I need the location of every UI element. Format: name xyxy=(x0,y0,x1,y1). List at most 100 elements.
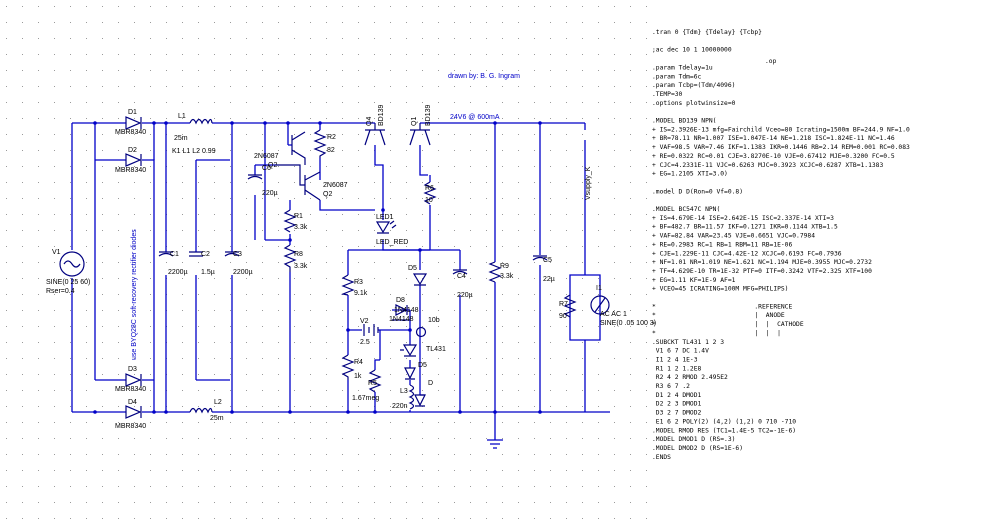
resistor-r3[interactable]: R3 9.1k xyxy=(340,274,368,297)
diode-d1[interactable]: D1 MBR8340 xyxy=(115,109,146,136)
r1-value: 3.3k xyxy=(294,224,308,231)
resistor-r4[interactable]: R4 1k xyxy=(341,354,363,380)
l2-value: 25m xyxy=(210,415,224,422)
spice-line: + IS=2.3926E-13 mfg=Fairchild Vceo=80 Ic… xyxy=(652,126,910,133)
inductor-l2[interactable]: L2 25m xyxy=(189,399,224,422)
source-v2[interactable]: V2 2.5 xyxy=(360,318,379,346)
transistor-q2[interactable]: 2N6087 Q2 xyxy=(254,131,306,169)
q4-part: BD139 xyxy=(378,104,385,126)
spice-line: + VAF=82.84 VAR=23.45 VJE=0.6651 VJC=0.7… xyxy=(652,233,815,240)
d3-part: MBR8340 xyxy=(115,386,146,393)
diode-d3[interactable]: D3 MBR8340 xyxy=(115,366,146,393)
u1-part: TL431 xyxy=(426,346,446,353)
i1-ref: I1 xyxy=(596,285,602,292)
led-ref: LED1 xyxy=(376,214,394,221)
spice-line: + VAF=98.5 VAR=7.46 IKF=1.1383 IKR=0.144… xyxy=(652,144,910,151)
spice-line: + NF=1.01 NR=1.019 NE=1.621 NC=1.194 MJE… xyxy=(652,259,872,266)
r9-value: 3.3k xyxy=(500,273,514,280)
inductor-l3[interactable]: L3 220n xyxy=(392,384,415,410)
diode-d8[interactable]: D8 xyxy=(395,297,408,316)
r8-value: 3.3k xyxy=(294,263,308,270)
i1-ac: AC AC 1 xyxy=(600,311,627,318)
capacitor-c6[interactable]: C6 220µ xyxy=(247,165,278,197)
resistor-r5[interactable]: R5 1.67meg xyxy=(352,369,382,402)
transistor-q2b[interactable]: 2N6087 Q2 xyxy=(275,164,348,201)
diode-d4[interactable]: D4 MBR8340 xyxy=(115,399,146,430)
spice-line: .tran 0 {Tdm} {Tdelay} {Tcbp} xyxy=(652,29,762,36)
d5-ref: D5 xyxy=(408,265,417,272)
capacitor-c1[interactable]: C1 2200µ xyxy=(158,251,188,276)
q2b-ref: Q2 xyxy=(323,191,332,198)
c3-ref: C3 xyxy=(233,251,242,258)
l3-value: 220n xyxy=(392,403,408,410)
diode-d6[interactable]: D5 xyxy=(404,362,427,380)
resistor-r6[interactable]: R6 10 xyxy=(423,181,437,205)
d7-part: 1N4148 xyxy=(394,307,419,314)
i1-value: SINE(0 .05 100 3) xyxy=(600,320,656,327)
spice-line: + BR=78.11 NR=1.007 ISE=1.047E-14 NE=1.2… xyxy=(652,135,895,142)
grid-dots xyxy=(6,6,647,519)
spice-line: .ENDS xyxy=(652,454,671,461)
op-directive[interactable]: .op xyxy=(765,58,777,65)
v2-ref: V2 xyxy=(360,318,369,325)
spice-line: + TF=4.629E-10 TR=1E-32 PTF=0 ITF=0.3242… xyxy=(652,268,872,275)
inductor-l1[interactable]: L1 25m K1 L1 L2 0.99 xyxy=(172,113,216,155)
drawn-by: drawn by: B. G. Ingram xyxy=(448,73,520,80)
note-vertical: use BYQ28C soft-recovery rectifier diode… xyxy=(131,229,138,360)
d1-ref: D1 xyxy=(128,109,137,116)
r2-ref: R2 xyxy=(327,134,336,141)
spice-line: .param Tdm=6c xyxy=(652,73,701,80)
transistor-q4[interactable]: Q4 BD139 xyxy=(364,104,386,146)
spice-line: + IS=4.679E-14 ISE=2.642E-15 ISC=2.337E-… xyxy=(652,215,834,222)
r4-value: 1k xyxy=(354,373,362,380)
led-1[interactable]: LED1 LED_RED xyxy=(375,214,408,246)
l1-ref: L1 xyxy=(178,113,186,120)
spice-directives[interactable]: .tran 0 {Tdm} {Tdelay} {Tcbp};ac dec 10 … xyxy=(652,29,910,461)
capacitor-c4[interactable]: C4 220µ xyxy=(452,269,473,299)
d3-ref: D3 xyxy=(128,366,137,373)
resistor-r7[interactable]: R7 90 xyxy=(559,294,577,320)
r5-ref: R5 xyxy=(368,380,377,387)
regulator-tl431[interactable]: 10b TL431 xyxy=(400,317,446,357)
resistor-r1[interactable]: R1 3.3k xyxy=(283,209,308,233)
spice-line: .SUBCKT TL431 1 2 3 xyxy=(652,339,724,346)
vsupply-label: Vsupply_K xyxy=(585,166,592,200)
v1-ref: V1 xyxy=(52,249,61,256)
resistor-r8[interactable]: R8 3.3k xyxy=(283,244,308,272)
spice-line: .param Tdelay=1u xyxy=(652,64,713,71)
c4-value: 220µ xyxy=(457,292,473,299)
resistor-r2[interactable]: R2 82 xyxy=(313,129,336,158)
capacitor-c5[interactable]: C5 22µ xyxy=(532,255,555,283)
r5-value: 1.67meg xyxy=(352,395,379,402)
spice-line: .param Tcbp=(Tdm/4096) xyxy=(652,82,735,89)
spice-line: .options plotwinsize=0 xyxy=(652,100,736,107)
l2-ref: L2 xyxy=(214,399,222,406)
spice-line: R1 1 2 1.2E8 xyxy=(652,365,701,372)
v1-rser: Rser=0.4 xyxy=(46,288,75,295)
c5-ref: C5 xyxy=(543,257,552,264)
v2-value: 2.5 xyxy=(360,339,370,346)
diode-d2[interactable]: D2 MBR8340 xyxy=(115,147,146,174)
c4-ref: C4 xyxy=(457,273,466,280)
capacitor-c2[interactable]: C2 1.5µ xyxy=(189,251,215,276)
c2-value: 1.5µ xyxy=(201,269,215,276)
r2-value: 82 xyxy=(327,147,335,154)
q1-part: BD139 xyxy=(425,104,432,126)
spice-line: * | ANODE xyxy=(652,312,785,319)
current-source-i1[interactable]: I1 AC AC 1 SINE(0 .05 100 3) xyxy=(590,285,656,327)
diode-d[interactable]: D xyxy=(414,380,433,407)
source-v1[interactable]: V1 SINE(0 25 60) Rser=0.4 xyxy=(46,249,90,295)
v1-value: SINE(0 25 60) xyxy=(46,279,90,286)
diode-d7[interactable]: 1N4148 1N4148 xyxy=(389,307,419,323)
q1-ref: Q1 xyxy=(411,117,418,126)
led-part: LED_RED xyxy=(376,239,408,246)
capacitor-c3[interactable]: C3 2200µ xyxy=(224,251,253,276)
spice-line: D1 2 4 DMOD1 xyxy=(652,392,701,399)
d6-ref: D5 xyxy=(418,362,427,369)
diode-d5[interactable]: D5 xyxy=(408,265,428,286)
resistor-r9[interactable]: R9 3.3k xyxy=(488,261,514,283)
d-ref: D xyxy=(428,380,433,387)
r8-ref: R8 xyxy=(294,251,303,258)
transistor-q1[interactable]: Q1 BD139 xyxy=(409,104,432,146)
